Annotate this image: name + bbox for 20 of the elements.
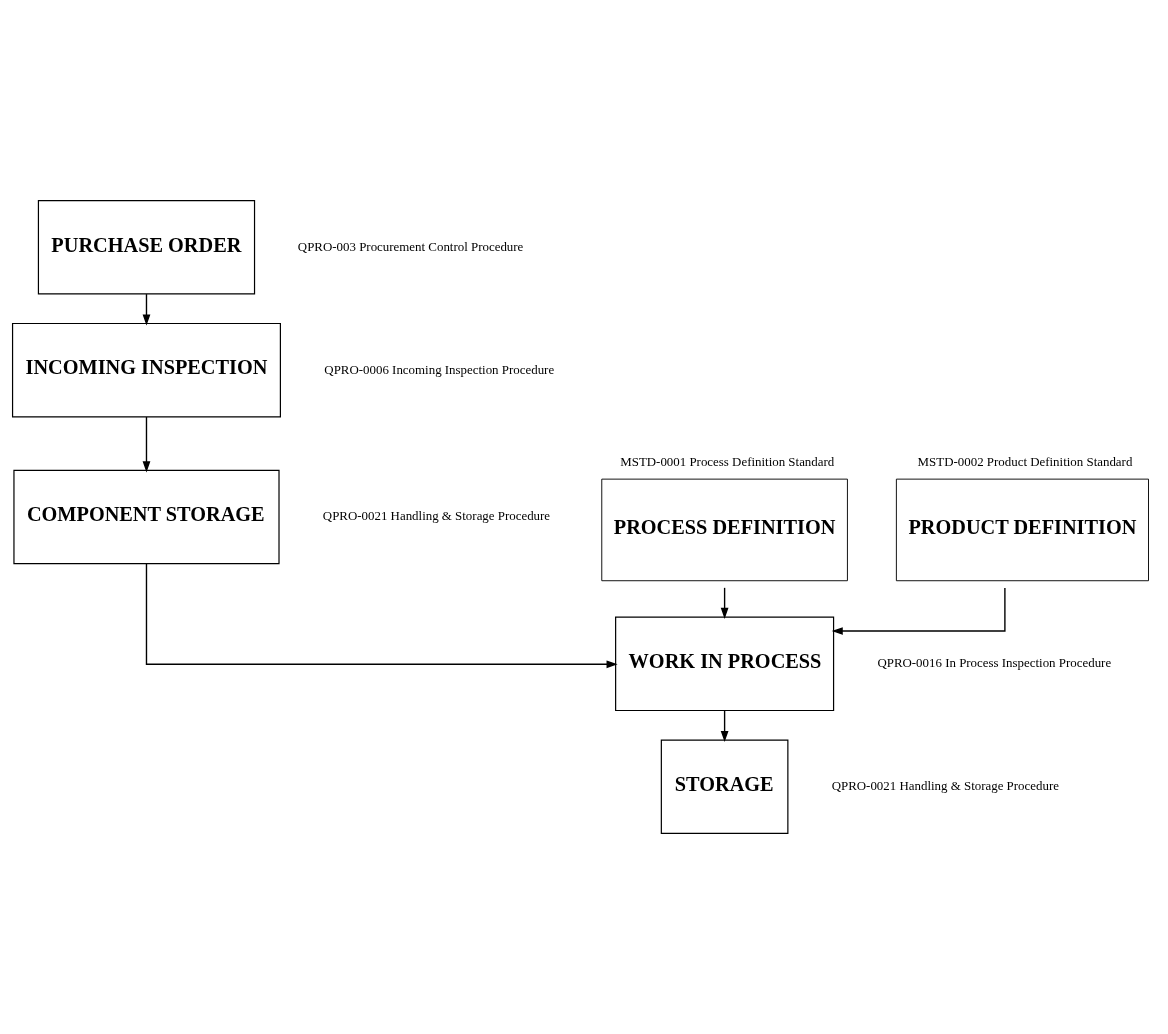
node-label: QPRO-003 Procurement Control Procedure: [297, 238, 524, 254]
arrow: [142, 293, 151, 326]
node-box: PRODUCT DEFINITION: [895, 478, 1149, 582]
node-box: PROCESS DEFINITION: [601, 478, 848, 582]
node-box: STORAGE: [660, 739, 789, 834]
node-box: INCOMING INSPECTION: [11, 322, 281, 418]
node-label: QPRO-0021 Handling & Storage Procedure: [831, 778, 1059, 794]
node-label: MSTD-0001 Process Definition Standard: [620, 454, 835, 470]
node-label: QPRO-0006 Incoming Inspection Procedure: [324, 361, 555, 377]
node-box: WORK IN PROCESS: [615, 616, 835, 712]
arrow: [720, 587, 729, 619]
node-box: PURCHASE ORDER: [37, 200, 256, 295]
arrow: [831, 587, 1006, 635]
node-label: QPRO-0021 Handling & Storage Procedure: [322, 508, 551, 524]
arrow: [720, 709, 729, 743]
node-label: QPRO-0016 In Process Inspection Procedure: [877, 655, 1112, 671]
node-box: COMPONENT STORAGE: [13, 469, 280, 565]
arrow: [145, 563, 618, 669]
node-label: MSTD-0002 Product Definition Standard: [917, 454, 1133, 470]
arrow: [142, 416, 151, 473]
